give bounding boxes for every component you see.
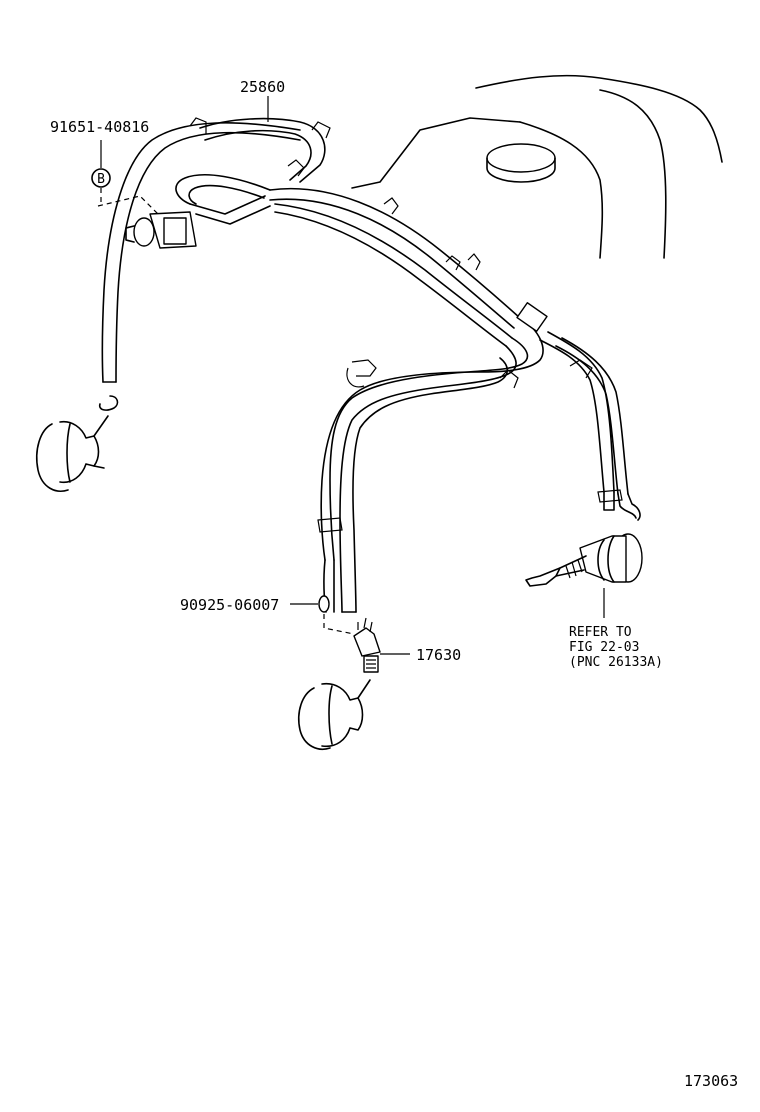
bolt-marker-letter: B xyxy=(97,172,105,187)
diaphragm-actuator xyxy=(525,533,643,618)
label-refer-line-1: REFER TO xyxy=(569,625,632,640)
label-91651-40816: 91651-40816 xyxy=(50,118,149,136)
label-refer-line-2: FIG 22-03 xyxy=(569,640,639,655)
vsv-valve xyxy=(97,195,197,249)
figure-number: 173063 xyxy=(684,1072,738,1090)
label-25860: 25860 xyxy=(240,78,285,96)
label-refer-line-3: (PNC 26133A) xyxy=(569,655,663,670)
cap-90925 xyxy=(290,595,355,635)
left-actuator xyxy=(36,415,109,492)
vacuum-fitting-17630 xyxy=(353,617,410,673)
bottom-actuator xyxy=(298,679,371,750)
hose-clamps xyxy=(189,117,623,533)
label-90925-06007: 90925-06007 xyxy=(180,596,279,614)
bolt-marker: B xyxy=(91,140,111,206)
hose-harness xyxy=(98,117,641,613)
label-17630: 17630 xyxy=(416,646,461,664)
air-cleaner-outline xyxy=(351,74,723,259)
